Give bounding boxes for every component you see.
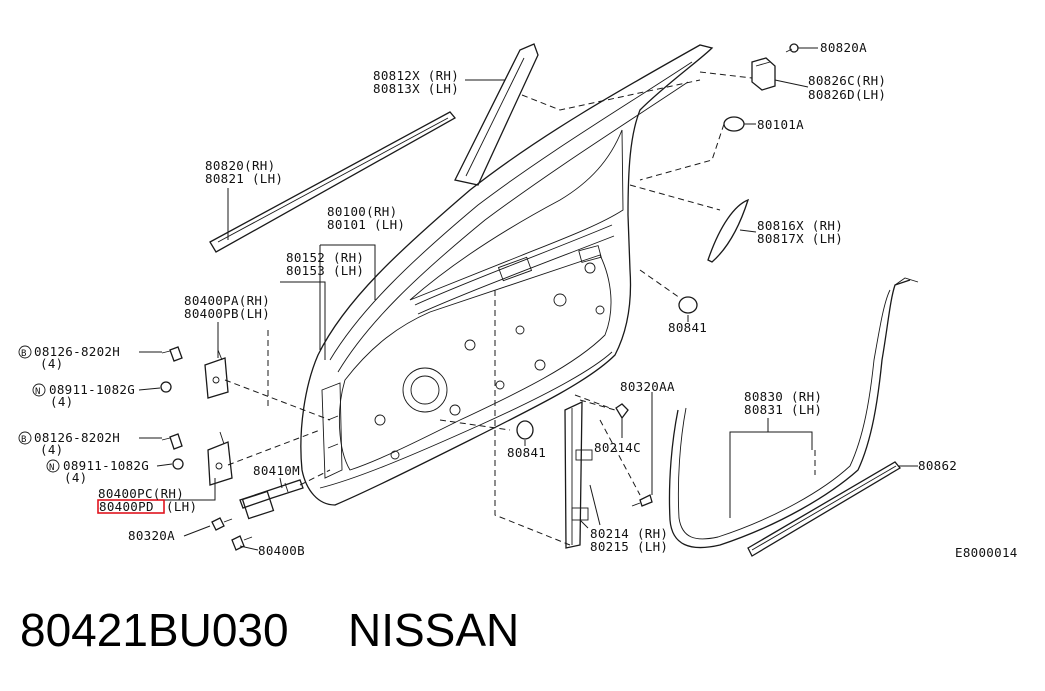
- label-80152[interactable]: 80152 (RH): [286, 250, 364, 265]
- label-80320aa[interactable]: 80320AA: [620, 379, 675, 394]
- label-80214[interactable]: 80214 (RH): [590, 526, 668, 541]
- n-symbol-text-2: N: [49, 463, 54, 473]
- label-08911-lower[interactable]: 08911-1082G: [63, 458, 149, 473]
- b-symbol-text: B: [21, 349, 26, 359]
- label-80400pa[interactable]: 80400PA(RH): [184, 293, 270, 308]
- label-80400pc[interactable]: 80400PC(RH): [98, 486, 184, 501]
- grommet-80101a[interactable]: [723, 116, 745, 132]
- label-qty-4b: (4): [50, 394, 73, 409]
- label-80400pd-lh: (LH): [166, 499, 197, 514]
- label-80320a[interactable]: 80320A: [128, 528, 175, 543]
- plug-80841-lower[interactable]: [516, 420, 534, 440]
- diagram-code: E8000014: [955, 545, 1018, 560]
- lower-seal-80862[interactable]: [747, 461, 901, 557]
- label-80410m[interactable]: 80410M: [253, 463, 300, 478]
- label-80831[interactable]: 80831 (LH): [744, 402, 822, 417]
- screw-80820a[interactable]: [785, 43, 799, 53]
- label-08126-upper[interactable]: 08126-8202H: [34, 344, 120, 359]
- bolt-80320aa[interactable]: [631, 494, 653, 507]
- label-80214c[interactable]: 80214C: [594, 440, 641, 455]
- sash-guide-80214[interactable]: [564, 400, 593, 549]
- label-80812x[interactable]: 80812X (RH): [373, 68, 459, 83]
- label-qty-4a: (4): [40, 356, 63, 371]
- leader-lines: [138, 47, 918, 551]
- corner-trim-80816x[interactable]: [707, 198, 750, 263]
- label-80813x[interactable]: 80813X (LH): [373, 81, 459, 96]
- callout-labels: 80820A 80812X (RH) 80813X (LH) 80826C(RH…: [18, 40, 1018, 560]
- n-symbol-text: N: [35, 387, 40, 397]
- label-80400pd[interactable]: 80400PD: [99, 499, 154, 514]
- nut-08911-lower[interactable]: [172, 458, 184, 470]
- b-symbol-text-2: B: [21, 435, 26, 445]
- assembly-dashed-lines: [224, 71, 816, 546]
- label-80153[interactable]: 80153 (LH): [286, 263, 364, 278]
- outer-belt-moulding-80820[interactable]: [209, 111, 456, 253]
- label-80215[interactable]: 80215 (LH): [590, 539, 668, 554]
- b-symbol-icon-2: [18, 431, 32, 445]
- label-80816x[interactable]: 80816X (RH): [757, 218, 843, 233]
- bolt-08126-upper[interactable]: [161, 346, 183, 362]
- label-80826c[interactable]: 80826C(RH): [808, 73, 886, 88]
- bolt-80320a[interactable]: [211, 517, 233, 531]
- label-80817x[interactable]: 80817X (LH): [757, 231, 843, 246]
- label-80841-upper[interactable]: 80841: [668, 320, 707, 335]
- label-80830[interactable]: 80830 (RH): [744, 389, 822, 404]
- plug-80841-upper[interactable]: [678, 296, 698, 314]
- label-80101[interactable]: 80101 (LH): [327, 217, 405, 232]
- label-80862[interactable]: 80862: [918, 458, 957, 473]
- bolt-08126-lower[interactable]: [161, 433, 183, 450]
- b-symbol-icon: [18, 345, 32, 359]
- label-08911-upper[interactable]: 08911-1082G: [49, 382, 135, 397]
- part-number-caption: 80421BU030: [20, 604, 289, 656]
- label-80400pb[interactable]: 80400PB(LH): [184, 306, 270, 321]
- sash-cover-80812x[interactable]: [454, 43, 539, 186]
- label-80821[interactable]: 80821 (LH): [205, 171, 283, 186]
- door-weatherstrip-80830[interactable]: [668, 277, 919, 549]
- n-symbol-icon: [32, 383, 46, 397]
- lower-hinge-80400pc[interactable]: [207, 431, 233, 486]
- label-80826d[interactable]: 80826D(LH): [808, 87, 886, 102]
- front-door-panel: [300, 44, 714, 506]
- bolt-80400b[interactable]: [231, 535, 253, 551]
- label-80100[interactable]: 80100(RH): [327, 204, 397, 219]
- label-80400b[interactable]: 80400B: [258, 543, 305, 558]
- label-qty-4c: (4): [40, 442, 63, 457]
- door-check-link-80410m[interactable]: [239, 479, 304, 520]
- brand-caption: NISSAN: [348, 604, 519, 656]
- label-qty-4d: (4): [64, 470, 87, 485]
- mirror-corner-bracket-80826c[interactable]: [751, 57, 776, 91]
- label-08126-lower[interactable]: 08126-8202H: [34, 430, 120, 445]
- label-80101a[interactable]: 80101A: [757, 117, 804, 132]
- label-80841-lower[interactable]: 80841: [507, 445, 546, 460]
- nut-08911-upper[interactable]: [160, 381, 172, 393]
- highlight-box-80400pd: [97, 499, 165, 514]
- n-symbol-icon-2: [46, 459, 60, 473]
- label-80820a[interactable]: 80820A: [820, 40, 867, 55]
- label-80820[interactable]: 80820(RH): [205, 158, 275, 173]
- clip-80214c[interactable]: [615, 403, 629, 420]
- upper-hinge-80400pa[interactable]: [204, 349, 229, 399]
